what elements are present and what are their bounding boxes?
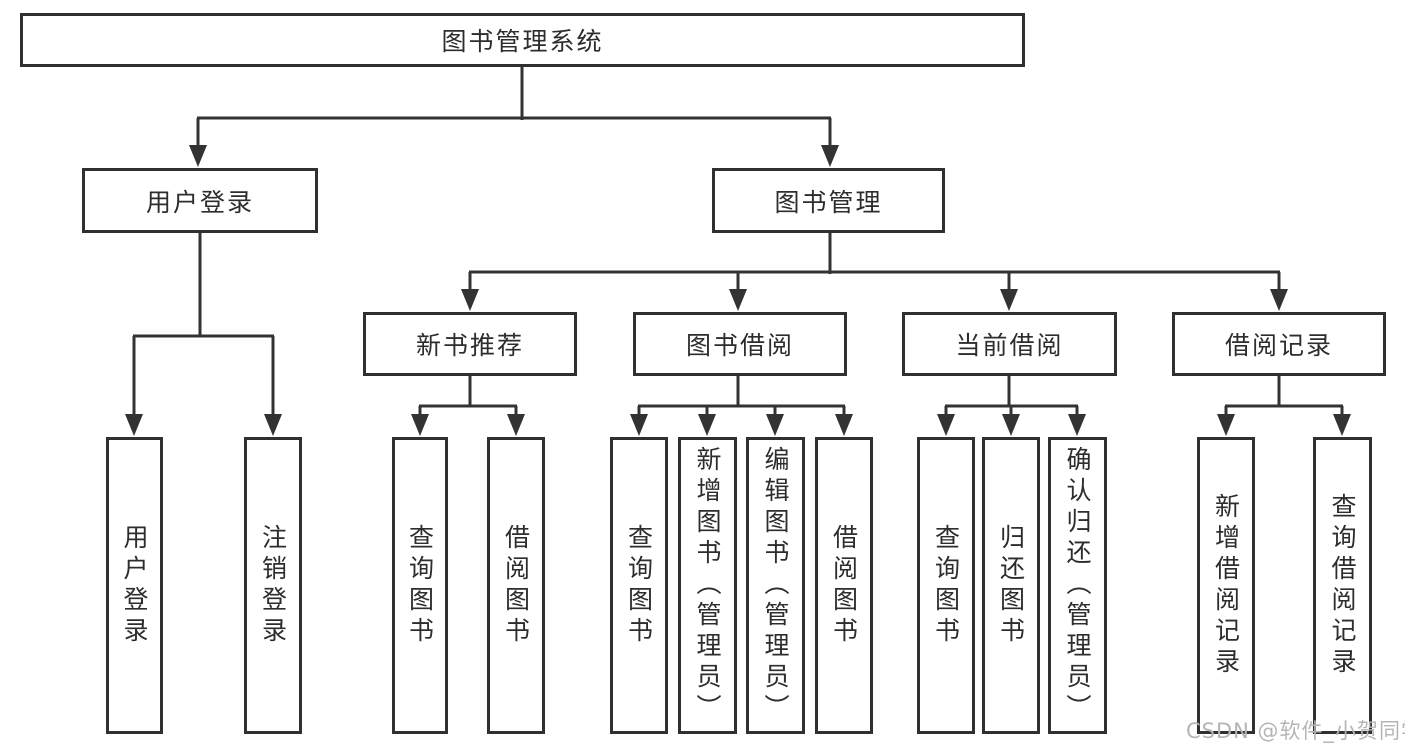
arrowhead-icon	[411, 414, 429, 436]
arrowhead-icon	[937, 414, 955, 436]
leaf-nb-borrow-book: 借阅图书	[487, 437, 545, 734]
arrowhead-icon	[729, 289, 747, 311]
node-book-management: 图书管理	[712, 168, 945, 233]
leaf-bb-edit-book-admin: 编辑图书（管理员）	[746, 437, 805, 734]
leaf-br-query-record: 查询借阅记录	[1313, 437, 1372, 734]
leaf-logout: 注销登录	[244, 437, 302, 734]
arrowhead-icon	[821, 145, 839, 167]
watermark: CSDN @软件_小贺同学	[1186, 719, 1405, 743]
node-root: 图书管理系统	[20, 13, 1025, 67]
arrowhead-icon	[189, 145, 207, 167]
leaf-cb-confirm-return-admin: 确认归还（管理员）	[1048, 437, 1107, 734]
arrowhead-icon	[1270, 289, 1288, 311]
leaf-bb-borrow-book: 借阅图书	[815, 437, 873, 734]
arrowhead-icon	[507, 414, 525, 436]
leaf-bb-query-book: 查询图书	[610, 437, 668, 734]
arrowhead-icon	[125, 414, 143, 436]
arrowhead-icon	[264, 414, 282, 436]
arrowhead-icon	[698, 414, 716, 436]
node-new-book-recommend: 新书推荐	[363, 312, 577, 376]
leaf-cb-query-book: 查询图书	[917, 437, 975, 734]
arrowhead-icon	[630, 414, 648, 436]
arrowhead-icon	[1217, 414, 1235, 436]
leaf-cb-return-book: 归还图书	[982, 437, 1040, 734]
leaf-bb-add-book-admin: 新增图书（管理员）	[678, 437, 737, 734]
node-book-borrow: 图书借阅	[633, 312, 847, 376]
arrowhead-icon	[835, 414, 853, 436]
arrowhead-icon	[1000, 289, 1018, 311]
node-current-borrow: 当前借阅	[902, 312, 1117, 376]
node-user-login: 用户登录	[82, 168, 318, 233]
arrowhead-icon	[461, 289, 479, 311]
arrowhead-icon	[1068, 414, 1086, 436]
leaf-user-login: 用户登录	[106, 437, 163, 734]
arrowhead-icon	[1333, 414, 1351, 436]
leaf-br-add-record: 新增借阅记录	[1197, 437, 1255, 734]
arrowhead-icon	[766, 414, 784, 436]
arrowhead-icon	[1002, 414, 1020, 436]
node-borrow-record: 借阅记录	[1172, 312, 1386, 376]
arrowheads	[125, 145, 1351, 436]
connector-lines	[132, 67, 1344, 418]
leaf-nb-query-book: 查询图书	[392, 437, 448, 734]
